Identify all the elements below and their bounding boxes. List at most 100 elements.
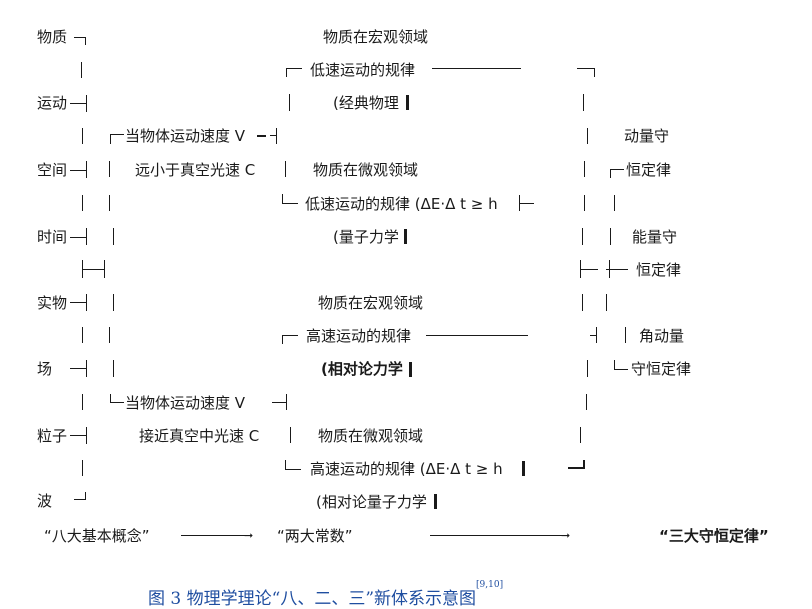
bracket-line: [82, 460, 83, 476]
bracket-line: [86, 228, 87, 245]
bracket-line: [606, 294, 607, 311]
caption-text: 图 3 物理学理论“八、二、三”新体系示意图: [148, 589, 477, 609]
bracket-line: [70, 435, 86, 436]
bracket-line: [282, 335, 283, 344]
bracket-line: [70, 103, 86, 104]
bracket-line: [82, 128, 83, 144]
block4-theory: (相对论量子力学: [316, 493, 427, 511]
block4-law: 高速运动的规律 (ΔE·Δ t ≥ h: [310, 460, 503, 478]
block1-domain: 物质在宏观领域: [323, 28, 429, 46]
bracket-line: [289, 94, 290, 111]
bracket-line: [404, 229, 407, 244]
bracket-line: [109, 195, 110, 211]
concept-time: 时间: [37, 228, 68, 246]
bracket-line: [74, 499, 86, 500]
law-angular-2: 守恒定律: [631, 360, 692, 378]
bracket-line: [610, 169, 611, 178]
bracket-line: [82, 195, 83, 211]
bracket-line: [614, 360, 615, 369]
bracket-line: [85, 492, 86, 500]
law-momentum-2: 恒定律: [626, 161, 672, 179]
bracket-line: [522, 461, 525, 476]
concept-space: 空间: [37, 161, 68, 179]
caption-reference: [9,10]: [476, 580, 504, 590]
bracket-line: [610, 228, 611, 245]
bracket-line: [286, 394, 287, 410]
bracket-line: [85, 37, 86, 45]
law-momentum-1: 动量守: [624, 127, 670, 145]
bracket-line: [86, 161, 87, 178]
bracket-line: [568, 467, 584, 469]
bracket-line: [583, 460, 585, 469]
bracket-line: [110, 134, 111, 144]
block1-theory: (经典物理: [333, 94, 399, 112]
bracket-line: [577, 68, 594, 69]
concept-matter: 物质: [37, 28, 68, 46]
bracket-line: [432, 68, 521, 69]
bracket-line: [290, 427, 291, 443]
block1-law: 低速运动的规律: [310, 61, 416, 79]
condition-low-speed-2: 远小于真空光速 C: [135, 161, 256, 179]
concept-wave: 波: [37, 492, 53, 510]
bracket-line: [625, 327, 626, 343]
block3-domain: 物质在宏观领域: [318, 294, 424, 312]
bracket-line: [587, 128, 588, 144]
bracket-line: [519, 203, 534, 204]
block2-theory: (量子力学: [333, 228, 399, 246]
bracket-line: [109, 161, 110, 177]
concept-particle: 粒子: [37, 427, 68, 445]
bracket-line: [580, 427, 581, 443]
bracket-line: [86, 427, 87, 444]
bracket-line: [606, 269, 628, 270]
law-energy-2: 恒定律: [636, 261, 682, 279]
condition-high-speed-2: 接近真空中光速 C: [139, 427, 260, 445]
bracket-line: [406, 95, 409, 110]
bracket-line: [610, 169, 624, 170]
bracket-line: [614, 369, 628, 370]
summary-three-laws: “三大守恒定律”: [659, 527, 769, 545]
bracket-line: [584, 161, 585, 177]
bracket-line: [257, 135, 266, 137]
bracket-line: [82, 327, 83, 343]
summary-eight-concepts: “八大基本概念”: [44, 527, 150, 545]
bracket-line: [272, 402, 286, 403]
bracket-line: [70, 368, 86, 369]
bracket-line: [609, 260, 610, 278]
bracket-line: [584, 195, 585, 211]
bracket-line: [285, 460, 286, 469]
bracket-line: [113, 360, 114, 377]
bracket-line: [270, 135, 277, 136]
bracket-line: [586, 394, 587, 410]
bracket-line: [70, 302, 86, 303]
bracket-line: [74, 37, 86, 38]
bracket-line: [109, 327, 110, 343]
concept-motion: 运动: [37, 94, 68, 112]
block4-domain: 物质在微观领域: [318, 427, 424, 445]
summary-two-constants: “两大常数”: [277, 527, 353, 545]
bracket-line: [81, 62, 82, 78]
bracket-line: [113, 294, 114, 311]
bracket-line: [276, 128, 277, 144]
bracket-line: [614, 195, 615, 211]
bracket-line: [282, 194, 283, 203]
bracket-line: [434, 494, 437, 509]
bracket-line: [285, 469, 301, 470]
bracket-line: [70, 170, 86, 171]
block2-law: 低速运动的规律 (ΔE·Δ t ≥ h: [305, 195, 498, 213]
bracket-line: [582, 294, 583, 311]
bracket-line: [82, 269, 104, 270]
law-energy-1: 能量守: [632, 228, 678, 246]
bracket-line: [282, 335, 298, 336]
bracket-line: [590, 335, 596, 336]
block3-law: 高速运动的规律: [306, 327, 412, 345]
figure-caption: 图 3 物理学理论“八、二、三”新体系示意图[9,10]: [148, 580, 503, 609]
bracket-line: [110, 402, 124, 403]
arrow-head: ➞: [561, 529, 571, 542]
bracket-line: [86, 360, 87, 377]
arrow-head: ➞: [244, 529, 254, 542]
bracket-line: [285, 161, 286, 177]
block2-domain: 物质在微观领域: [313, 161, 419, 179]
bracket-line: [113, 228, 114, 245]
bracket-line: [70, 237, 86, 238]
bracket-line: [587, 360, 588, 377]
